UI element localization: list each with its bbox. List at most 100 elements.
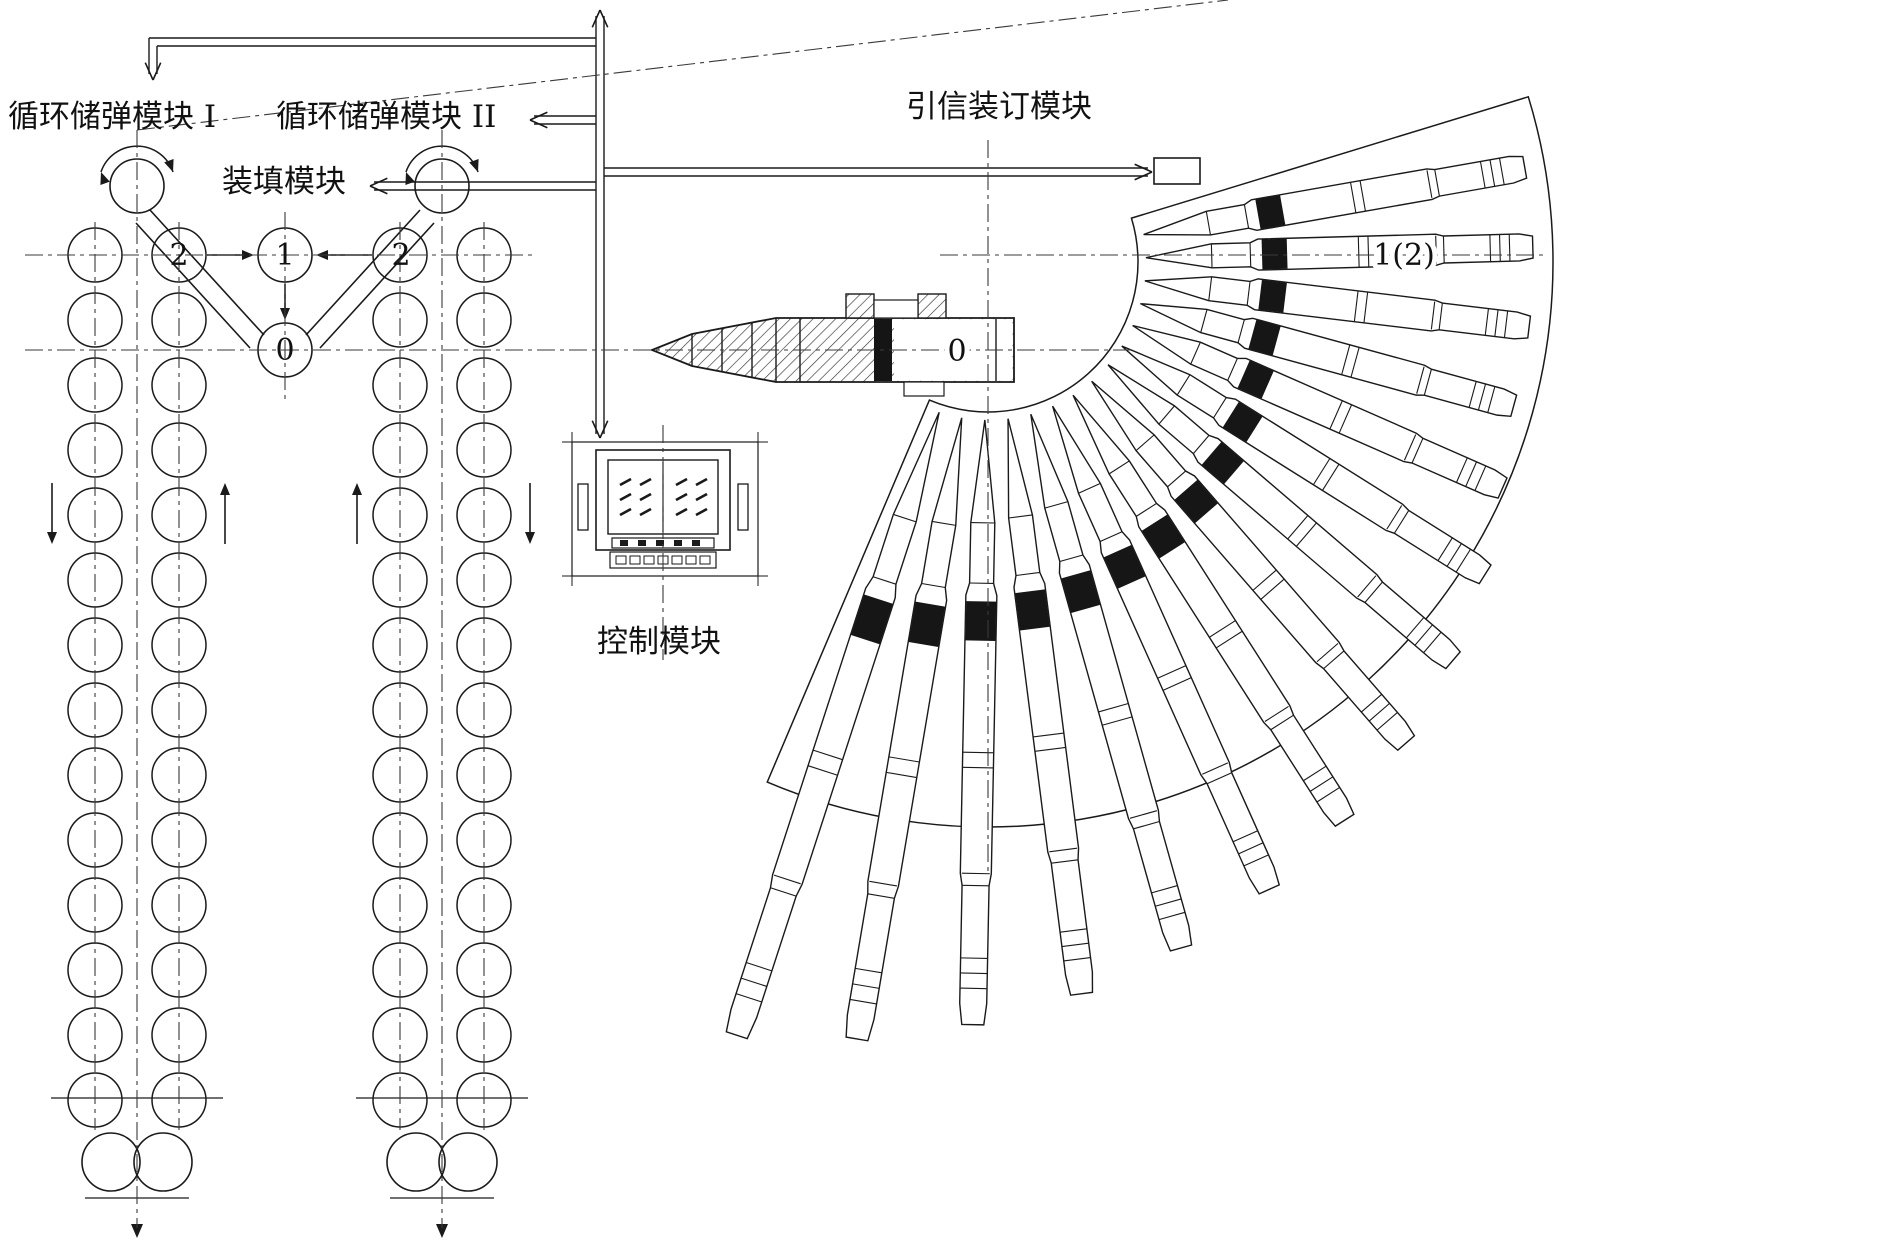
shell-ring [1237,319,1245,343]
shell-ring [1192,435,1210,454]
screen-mark [675,492,688,502]
shell-ring [1044,501,1069,509]
shell-ring [1176,374,1191,396]
shell-ring [1309,776,1334,792]
shell-ring [849,998,877,1005]
shell-ring [1489,234,1492,262]
shell-ring [735,993,762,1003]
shell-ring [1442,235,1445,264]
shell-ring [1474,465,1487,491]
shell-ring [1498,234,1501,262]
arrowhead-line [369,177,388,187]
shell-ring [1403,434,1417,461]
fan-shell [1140,302,1518,418]
shell-ring [886,771,917,779]
shell-ring [852,983,880,989]
shell-ring [1295,522,1317,547]
shell-ring [1494,309,1499,337]
shell-ring [1264,705,1289,722]
transfer-chute-line [149,209,265,336]
fan-shell [1143,155,1528,236]
clamp-block [917,293,947,319]
shell-outline [725,411,940,1040]
shell-ring [1359,180,1366,212]
shell-outline [1107,364,1462,670]
top-sprocket-circle [414,158,470,214]
shell-ring [1353,290,1359,322]
label-control-module: 控制模块 [597,624,721,660]
screen-mark [695,507,708,517]
screen-mark [639,492,652,502]
shell-outline [1051,405,1281,895]
bottom-roller-circle [81,1132,141,1192]
screen-mark [619,492,632,502]
shell-outline [1144,276,1532,340]
shell-ring [1468,381,1477,408]
shell-ring [1364,581,1383,603]
shell-ring [1238,842,1264,855]
shell-ring [1158,405,1175,425]
shell-ring [1202,762,1229,775]
shell-outline [1145,233,1534,271]
shell-outline [1091,380,1416,752]
transfer-chute-line [305,209,421,336]
keyboard-key [671,555,683,565]
bottom-roller-circle [386,1132,446,1192]
motion-arrowhead [47,532,57,544]
shell-ring [1350,347,1360,378]
shell-ring [1008,514,1033,519]
screen-mark [619,507,632,517]
shell-rotating-band [1248,319,1281,356]
shell-ring [1129,810,1158,819]
shell-ring [962,766,994,769]
shell-ring [893,513,917,523]
shell-outline [959,419,998,1026]
fan-shell [959,419,998,1026]
screen-mark [695,492,708,502]
shell-ring [1414,624,1433,646]
shell-ring [1108,460,1130,475]
top-sprocket-circle [109,158,165,214]
shell-ring [1423,631,1442,654]
shell-rotating-band [1061,570,1101,614]
shell-ring [1503,310,1509,338]
strip-button [638,540,646,546]
shell-ring [1287,515,1309,540]
screen-mark [619,477,632,487]
shell-outline [1140,302,1518,418]
shell-ring [1034,746,1066,752]
rotation-arrowhead [100,172,110,185]
shell-ring [1213,397,1227,419]
shell-ring [888,756,920,763]
shell-outline [1072,394,1355,828]
shell-rotating-band [1237,360,1274,399]
shell-ring [1367,236,1370,268]
shell-ring [812,749,843,761]
shell-ring [962,884,990,887]
keyboard-key [643,555,655,565]
shell-ring [1434,169,1440,197]
arrowhead-line [599,9,609,28]
shell-ring [867,893,895,899]
strip-button [656,540,664,546]
arrowhead-line [599,420,609,439]
shell-ring [1411,438,1424,464]
shell-ring [740,977,767,987]
storage-chain-modules [47,145,535,1238]
shell-rotating-band [1255,195,1286,230]
shell-rotating-band [851,594,893,645]
label-storage-module-2: 循环储弹模块 II [276,99,496,135]
arrowhead-line [591,420,601,439]
shell-ring [1060,928,1087,933]
shell-ring [1157,665,1187,679]
shell-ring [1487,386,1496,413]
keyboard-key [615,555,627,565]
fan-shell [1072,394,1355,828]
shell-ring [1363,291,1369,323]
shell-ring [1477,383,1487,411]
shell-ring [746,961,773,972]
loading-transfer-path [135,209,435,378]
shell-ring [1200,309,1208,333]
fan-shell [1132,324,1508,499]
